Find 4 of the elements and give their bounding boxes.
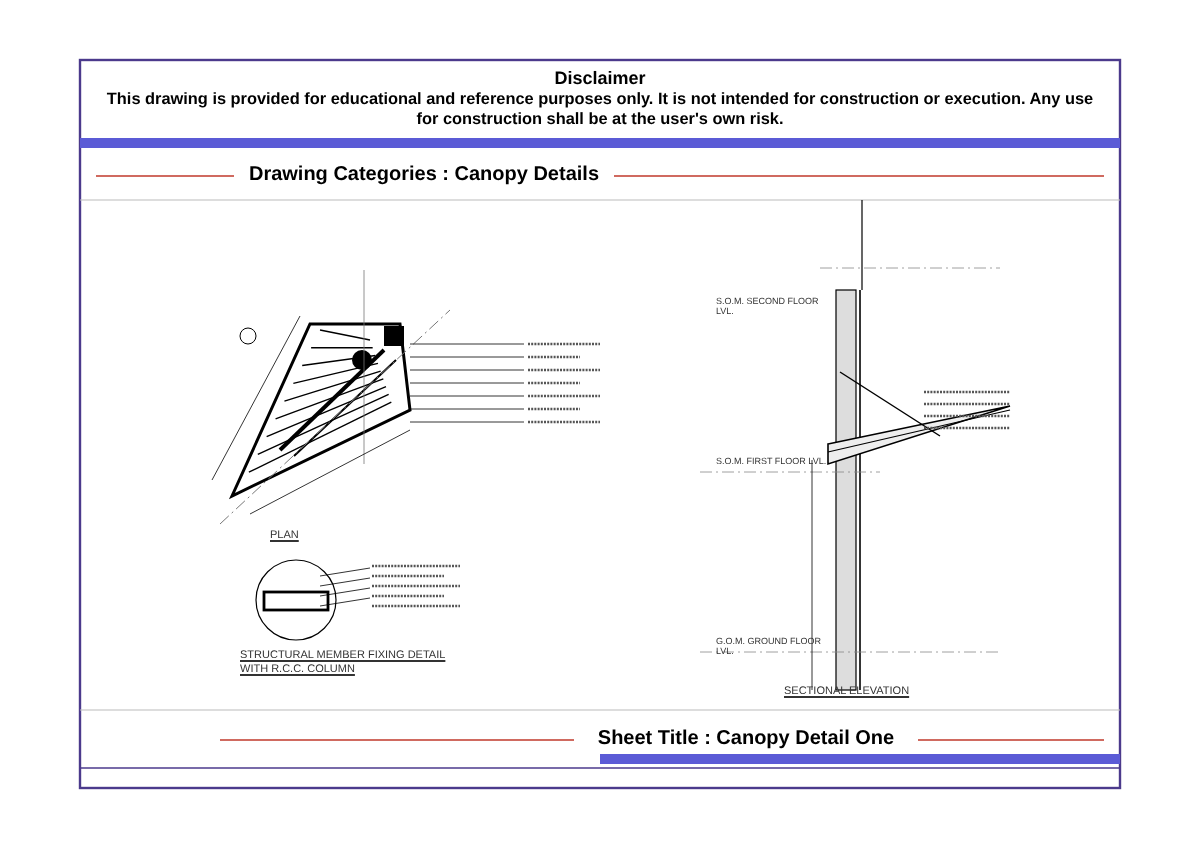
disclaimer-text: This drawing is provided for educational and reference purposes only. It is not intended for construction or execution. Any use for construction shall be at the user's own risk. xyxy=(104,90,1096,130)
category-heading: Drawing Categories : Canopy Details xyxy=(246,164,602,188)
disclaimer-heading: Disclaimer xyxy=(552,68,648,90)
sheet-title: Sheet Title : Canopy Detail One xyxy=(595,728,897,752)
